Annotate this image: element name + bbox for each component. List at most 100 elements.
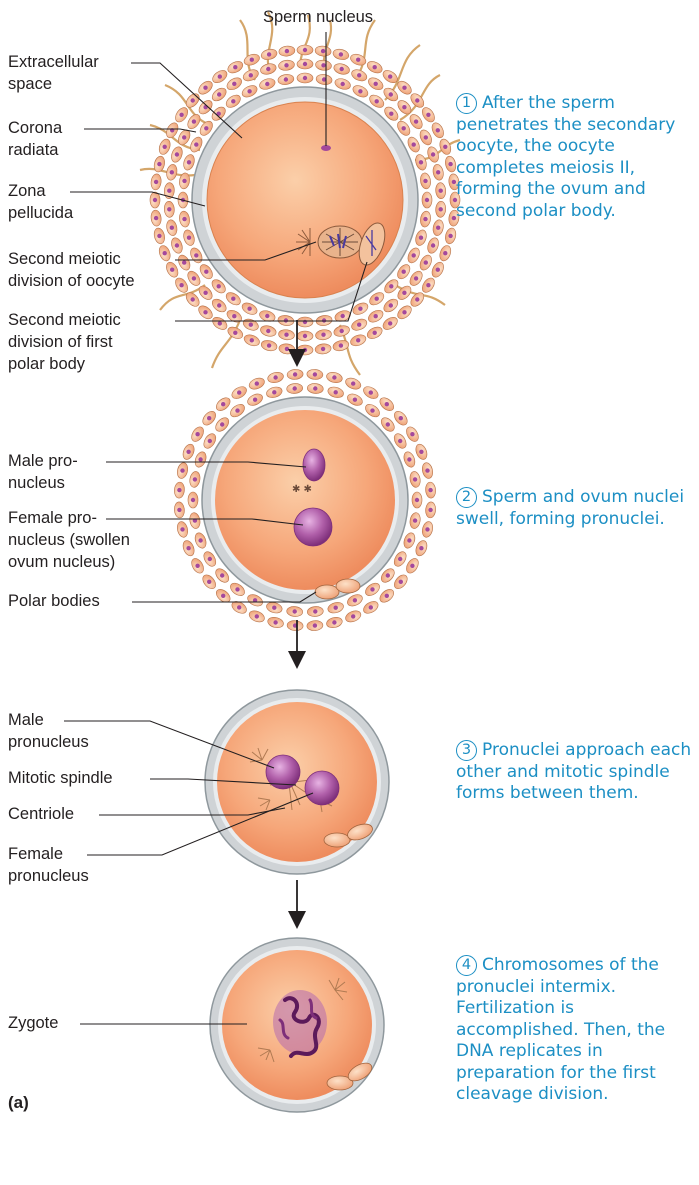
corona-cell-nucleus [373, 65, 377, 69]
label-second-meiotic-polar-line2: division of first [8, 332, 113, 353]
male-pronucleus [303, 449, 325, 481]
corona-cell-nucleus [231, 297, 235, 301]
corona-cell-nucleus [414, 276, 418, 280]
corona-cell-nucleus [293, 372, 297, 376]
corona-cell-nucleus [388, 321, 392, 325]
corona-cell-nucleus [203, 310, 207, 314]
corona-cell-nucleus [233, 65, 237, 69]
corona-cell-nucleus [272, 390, 276, 394]
label-mitotic-spindle: Mitotic spindle [8, 768, 113, 789]
corona-cell-nucleus [448, 162, 452, 166]
corona-cell-nucleus [284, 77, 288, 81]
step-1-number: 1 [456, 93, 477, 114]
label-male-pronucleus-3-line1: Male [8, 710, 44, 731]
corona-cell-nucleus [273, 375, 277, 379]
corona-cell-nucleus [321, 333, 325, 337]
corona-cell-nucleus [167, 207, 171, 211]
label-centriole: Centriole [8, 804, 74, 825]
corona-cell-nucleus [321, 347, 325, 351]
corona-cell-nucleus [419, 160, 423, 164]
corona-cell-nucleus [413, 477, 417, 481]
corona-cell-nucleus [424, 260, 428, 264]
corona-cell-nucleus [358, 89, 362, 93]
label-female-pronucleus-3-line2: pronucleus [8, 866, 89, 887]
corona-cell-nucleus [192, 119, 196, 123]
corona-cell-nucleus [425, 527, 429, 531]
corona-cell-nucleus [410, 432, 414, 436]
corona-cell-nucleus [247, 89, 251, 93]
corona-cell-nucleus [163, 251, 167, 255]
step-2-text: Sperm and ovum nuclei swell, forming pro… [456, 487, 684, 529]
corona-cell-nucleus [220, 573, 224, 577]
corona-cell-nucleus [237, 605, 241, 609]
corona-cell-nucleus [351, 614, 355, 618]
panel-label: (a) [8, 1093, 29, 1113]
corona-cell-nucleus [303, 334, 307, 338]
label-male-pronucleus-line1: Male pro- [8, 451, 78, 472]
corona-cell-nucleus [332, 375, 336, 379]
label-female-pronucleus-line3: ovum nucleus) [8, 552, 115, 573]
corona-cell-nucleus [235, 408, 239, 412]
corona-cell-nucleus [180, 527, 184, 531]
corona-cell-nucleus [398, 439, 402, 443]
corona-cell-nucleus [398, 557, 402, 561]
corona-cell-nucleus [272, 606, 276, 610]
corona-cell-nucleus [419, 546, 423, 550]
corona-cell-nucleus [389, 92, 393, 96]
corona-cell-nucleus [177, 488, 181, 492]
corona-cell-nucleus [235, 587, 239, 591]
corona-cell-nucleus [198, 457, 202, 461]
female-pronucleus [294, 508, 332, 546]
corona-cell-nucleus [203, 86, 207, 90]
corona-cell-nucleus [167, 189, 171, 193]
corona-cell-nucleus [373, 331, 377, 335]
corona-cell-nucleus [266, 329, 270, 333]
corona-cell-nucleus [170, 226, 174, 230]
corona-cell-nucleus [428, 488, 432, 492]
corona-cell-nucleus [218, 321, 222, 325]
corona-cell-nucleus [195, 564, 199, 568]
corona-cell-nucleus [217, 92, 221, 96]
corona-cell-nucleus [431, 243, 435, 247]
corona-cell-nucleus [186, 546, 190, 550]
corona-cell-nucleus [313, 609, 317, 613]
step-2-caption: 2Sperm and ovum nuclei swell, forming pr… [456, 487, 694, 530]
step-1-text: After the sperm penetrates the secondary… [456, 93, 675, 221]
label-extracellular-space-line1: Extracellular [8, 52, 99, 73]
corona-cell-nucleus [425, 468, 429, 472]
corona-cell-nucleus [436, 128, 440, 132]
corona-cell-nucleus [369, 605, 373, 609]
corona-cell-nucleus [179, 113, 183, 117]
corona-cell-nucleus [253, 398, 257, 402]
corona-cell-nucleus [237, 390, 241, 394]
step-4-number: 4 [456, 955, 477, 976]
corona-cell-nucleus [154, 216, 158, 220]
corona-cell-nucleus [303, 348, 307, 352]
corona-cell-nucleus [221, 402, 225, 406]
corona-cell-nucleus [157, 234, 161, 238]
corona-cell-nucleus [410, 564, 414, 568]
corona-cell-nucleus [255, 614, 259, 618]
corona-cell-nucleus [426, 113, 430, 117]
corona-cell-nucleus [208, 557, 212, 561]
corona-cell-nucleus [265, 82, 269, 86]
label-corona-radiata-line1: Corona [8, 118, 62, 139]
corona-cell-nucleus [423, 217, 427, 221]
corona-cell-nucleus [163, 145, 167, 149]
corona-cell-nucleus [402, 310, 406, 314]
corona-cell-nucleus [399, 416, 403, 420]
corona-cell-nucleus [402, 291, 406, 295]
corona-cell-nucleus [388, 74, 392, 78]
corona-cell-nucleus [389, 303, 393, 307]
corona-cell-nucleus [399, 580, 403, 584]
corona-cell-nucleus [389, 112, 393, 116]
ovum [215, 410, 395, 590]
corona-cell-nucleus [285, 49, 289, 53]
corona-cell-nucleus [232, 82, 236, 86]
female-pronucleus [305, 771, 339, 805]
label-male-pronucleus-3-line2: pronucleus [8, 732, 89, 753]
corona-cell-nucleus [425, 198, 429, 202]
corona-cell-nucleus [402, 126, 406, 130]
corona-cell-nucleus [332, 620, 336, 624]
corona-cell-nucleus [303, 76, 307, 80]
